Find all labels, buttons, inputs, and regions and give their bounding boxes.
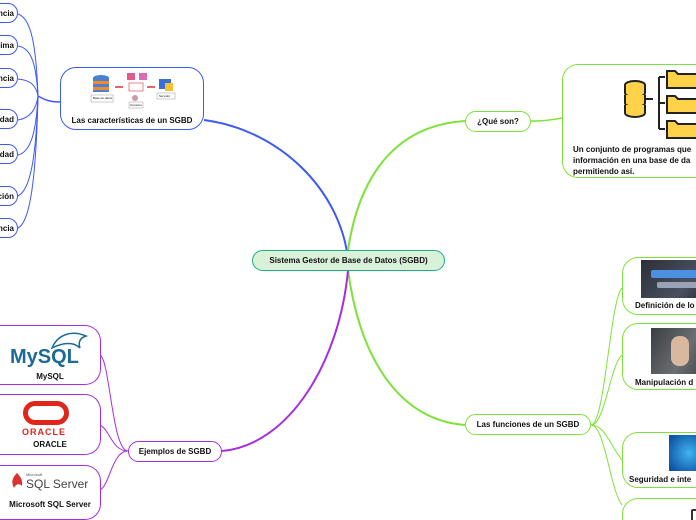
- link-caracteristicas-hub: [37, 95, 61, 103]
- document-icon: [691, 509, 696, 520]
- link-car-2: [17, 45, 39, 97]
- funciones-topic[interactable]: Las funciones de un SGBD: [465, 414, 591, 435]
- link-fun-1: [590, 287, 623, 426]
- caracteristica-item-label: ima: [0, 40, 14, 50]
- caracteristica-item[interactable]: ncia: [0, 218, 18, 238]
- caracteristicas-card[interactable]: Base de datos Usuarios Servidor Las cara…: [60, 67, 204, 130]
- caracteristica-item-label: ncia: [0, 8, 14, 18]
- caracteristicas-img-text-3: Servidor: [159, 94, 171, 98]
- link-central-funciones: [347, 269, 466, 426]
- ejemplo-card-oracle[interactable]: ORACLE ORACLE: [0, 394, 101, 455]
- dolphin-icon: [50, 332, 89, 350]
- link-car-1: [17, 13, 39, 97]
- funciones-label: Las funciones de un SGBD: [476, 420, 580, 429]
- que-son-card[interactable]: Un conjunto de programas que información…: [562, 64, 696, 178]
- caracteristica-item[interactable]: ncia: [0, 3, 18, 23]
- link-central-caracteristicas: [203, 119, 349, 260]
- link-central-ejemplos: [221, 269, 349, 452]
- sqlserver-logo-small: Microsoft: [26, 472, 43, 477]
- dbms-architecture-illustration: [90, 73, 176, 109]
- link-ej-1: [99, 354, 129, 452]
- sql-server-flame-icon: [12, 473, 23, 488]
- funcion-label: Manipulación d: [635, 378, 694, 387]
- que-son-desc-line-3: permitiendo así.: [573, 167, 635, 176]
- caracteristicas-label: Las características de un SGBD: [71, 116, 193, 125]
- central-topic[interactable]: Sistema Gestor de Base de Datos (SGBD): [252, 250, 445, 271]
- central-topic-label: Sistema Gestor de Base de Datos (SGBD): [269, 256, 428, 265]
- ejemplo-card-mysql[interactable]: MySQL MySQL: [0, 325, 101, 385]
- caracteristica-item-label: dad: [0, 149, 14, 159]
- funcion-label: Definición de lo: [635, 301, 695, 310]
- link-car-7: [17, 95, 39, 229]
- caracteristica-item-label: ción: [0, 191, 14, 201]
- caracteristica-item[interactable]: ción: [0, 186, 18, 206]
- link-ej-3: [99, 450, 129, 491]
- link-fun-3: [590, 424, 623, 461]
- funcion-card[interactable]: [622, 498, 696, 520]
- link-queson-card: [530, 117, 563, 122]
- caracteristicas-img-text-2: Usuarios: [130, 103, 142, 107]
- security-integrity-image: [669, 435, 696, 471]
- caracteristicas-img-text-1: Base de datos: [93, 96, 113, 100]
- database-folders-icon: [624, 70, 696, 139]
- link-car-4: [17, 95, 39, 121]
- link-fun-2: [590, 354, 623, 426]
- ejemplo-label: MySQL: [36, 372, 64, 381]
- mysql-logo-text: MySQL: [10, 346, 79, 368]
- oracle-ring-icon: [23, 401, 69, 425]
- ejemplos-label: Ejemplos de SGBD: [138, 447, 212, 456]
- funcion-card[interactable]: Definición de lo: [622, 257, 696, 315]
- sqlserver-logo-text: SQL Server: [26, 477, 89, 491]
- caracteristica-item[interactable]: dad: [0, 144, 18, 164]
- funcion-label: Seguridad e inte: [629, 475, 692, 484]
- caracteristica-item[interactable]: ima: [0, 35, 18, 55]
- caracteristica-item-label: ncia: [0, 73, 14, 83]
- ejemplos-topic[interactable]: Ejemplos de SGBD: [128, 441, 222, 462]
- que-son-label: ¿Qué son?: [477, 117, 519, 126]
- ejemplo-card-sqlserver[interactable]: Microsoft SQL Server Microsoft SQL Serve…: [0, 465, 101, 520]
- link-central-queson: [347, 120, 466, 251]
- caracteristica-item[interactable]: dad: [0, 109, 18, 129]
- data-manipulation-image: [651, 328, 696, 374]
- que-son-desc-line-2: información en una base de da: [573, 156, 691, 165]
- ejemplo-label: Microsoft SQL Server: [9, 500, 91, 509]
- caracteristica-item-label: dad: [0, 114, 14, 124]
- oracle-logo-text: ORACLE: [22, 427, 66, 437]
- link-ej-2: [99, 424, 129, 452]
- ejemplo-label: ORACLE: [33, 440, 67, 449]
- que-son-desc-line-1: Un conjunto de programas que: [573, 145, 692, 154]
- que-son-topic[interactable]: ¿Qué son?: [465, 111, 531, 132]
- data-definition-image: [641, 260, 696, 298]
- funcion-card[interactable]: Manipulación d: [622, 323, 696, 390]
- link-fun-4: [590, 424, 623, 506]
- link-car-6: [17, 95, 39, 197]
- caracteristica-item[interactable]: ncia: [0, 68, 18, 88]
- caracteristica-item-label: ncia: [0, 223, 14, 233]
- link-car-3: [17, 78, 39, 97]
- funcion-card[interactable]: Seguridad e inte: [622, 432, 696, 488]
